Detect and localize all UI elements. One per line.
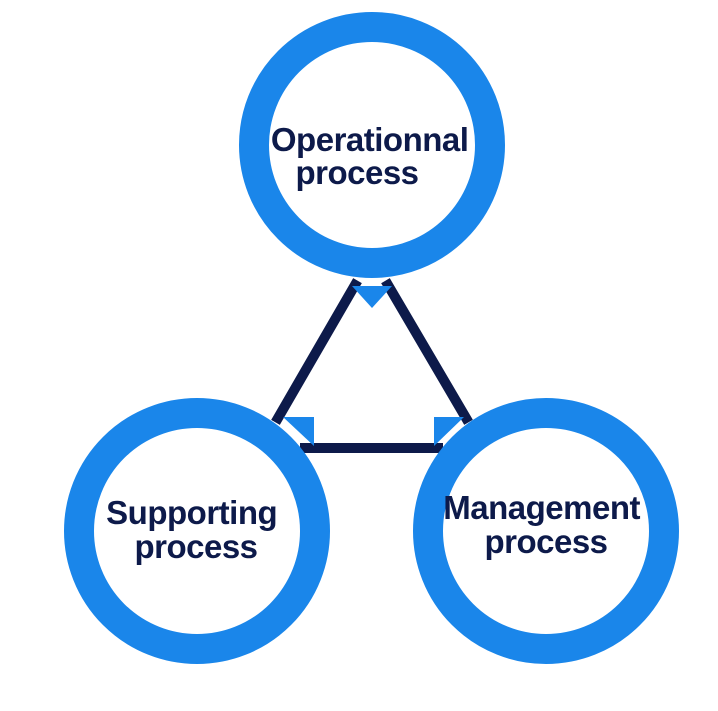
node-operational-label-line2: process	[295, 154, 418, 191]
node-supporting: Supporting process	[64, 398, 330, 664]
node-management-label-line1: Management	[443, 489, 640, 526]
svg-text:Management process: Management process	[443, 489, 648, 560]
node-supporting-ring	[64, 398, 330, 664]
node-operational-pointer	[352, 286, 392, 308]
node-operational-ring	[239, 12, 505, 278]
svg-text:Supporting process: Supporting process	[106, 494, 286, 565]
node-management-label-line2: process	[484, 523, 607, 560]
connector-triangle	[271, 278, 473, 453]
node-supporting-pointer	[283, 417, 314, 446]
node-supporting-label-line2: process	[134, 528, 257, 565]
connector-top-left	[271, 278, 362, 425]
node-operational: Operationnal process	[239, 12, 505, 308]
connector-top-right	[381, 278, 473, 425]
node-management-ring	[413, 398, 679, 664]
node-management-pointer	[434, 417, 464, 446]
node-management: Management process	[413, 398, 679, 664]
node-operational-label-line1: Operationnal	[271, 121, 469, 158]
svg-text:Operationnal process: Operationnal process	[271, 121, 477, 191]
node-supporting-label-line1: Supporting	[106, 494, 277, 531]
